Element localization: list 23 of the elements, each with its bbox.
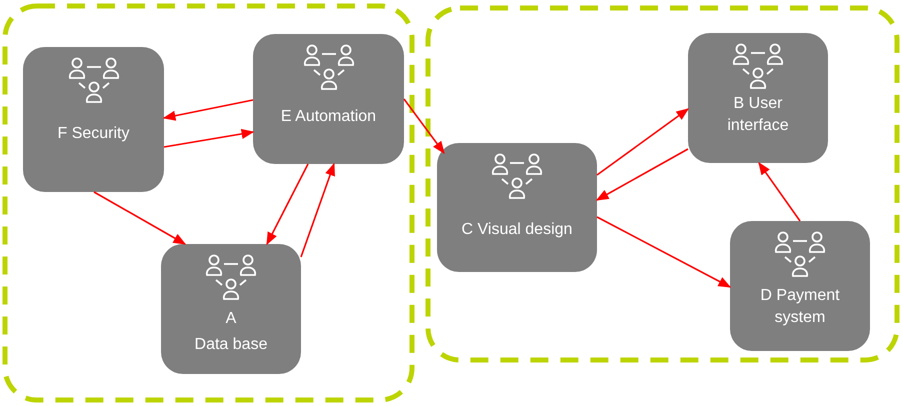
arrow (596, 148, 688, 201)
team-box (253, 34, 404, 164)
team-box (688, 33, 828, 163)
arrow (596, 108, 690, 176)
team-box (730, 221, 870, 351)
team-label: B User interface (726, 94, 790, 136)
team-label: C Visual design (462, 220, 572, 240)
arrow (300, 162, 335, 258)
team-label: A (226, 309, 236, 329)
arrow (403, 98, 445, 154)
arrow (266, 164, 309, 246)
team-label: E Automation (280, 107, 376, 127)
arrow (758, 162, 801, 222)
arrow (94, 191, 186, 245)
arrow (162, 99, 254, 121)
team-label: F Security (57, 124, 130, 144)
team-box (161, 244, 301, 374)
arrow (164, 128, 254, 148)
team-box (23, 47, 164, 192)
team-box (437, 143, 597, 272)
arrow (596, 216, 732, 288)
team-label: Data base (194, 335, 268, 355)
team-label: D Payment system (759, 286, 841, 328)
